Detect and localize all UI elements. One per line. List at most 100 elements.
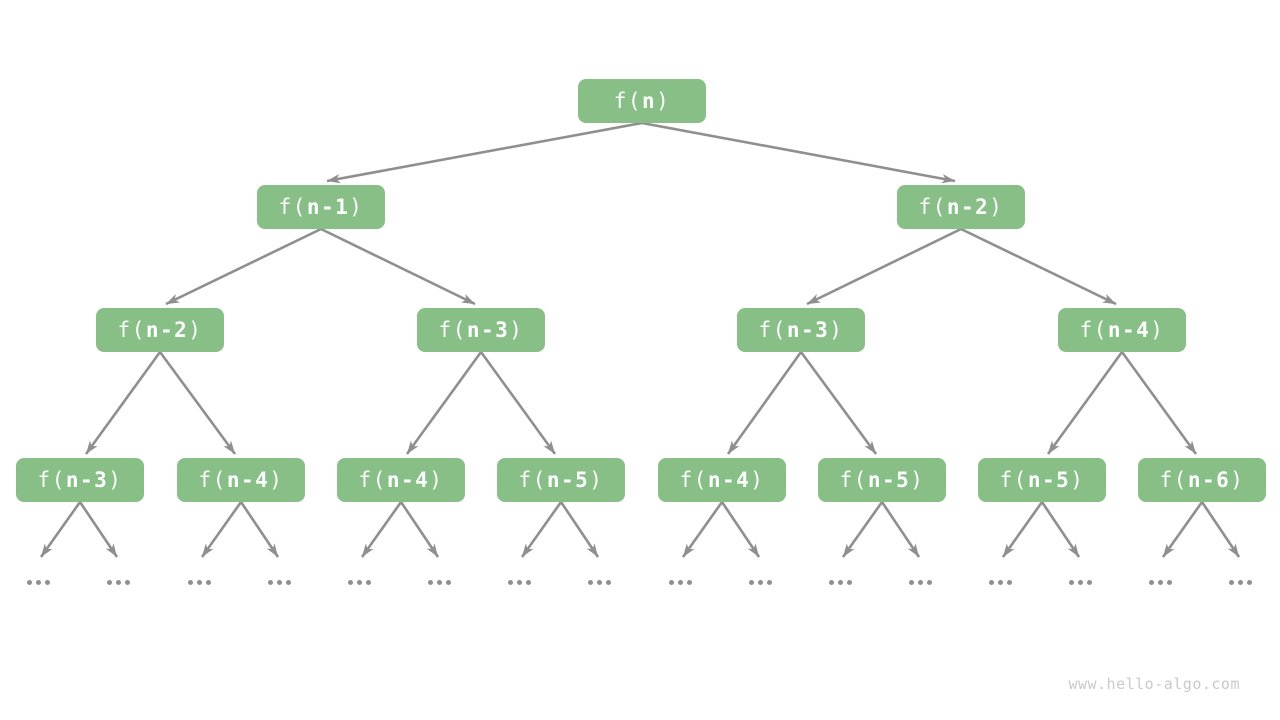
ellipsis-leaf — [1069, 580, 1092, 585]
ellipsis-dot — [197, 580, 202, 585]
ellipsis-dot — [829, 580, 834, 585]
tree-node: f(n) — [578, 79, 706, 123]
node-label: f(n-4) — [199, 468, 284, 492]
ellipsis-dot — [669, 580, 674, 585]
ellipsis-dot — [348, 580, 353, 585]
ellipsis-leaf — [27, 580, 50, 585]
node-label-pre: f( — [117, 318, 146, 342]
node-label-pre: f( — [613, 89, 642, 113]
node-label: f(n-5) — [519, 468, 604, 492]
node-label-post: ) — [910, 468, 925, 492]
ellipsis-dot — [116, 580, 121, 585]
ellipsis-dot — [1238, 580, 1243, 585]
node-label-pre: f( — [679, 468, 708, 492]
tree-edge-arrow — [726, 351, 803, 455]
node-label-bold: n-2 — [145, 318, 189, 342]
ellipsis-dot — [1149, 580, 1154, 585]
node-label-post: ) — [188, 318, 203, 342]
node-label-bold: n-6 — [1187, 468, 1231, 492]
tree-node: f(n-5) — [978, 458, 1106, 502]
ellipsis-dot — [687, 580, 692, 585]
tree-node: f(n-5) — [818, 458, 946, 502]
tree-edge-arrow — [1200, 501, 1241, 558]
tree-edge-arrow — [1161, 501, 1204, 558]
ellipsis-dot — [286, 580, 291, 585]
node-label: f(n-4) — [1080, 318, 1165, 342]
tree-node: f(n-6) — [1138, 458, 1266, 502]
node-label: f(n-3) — [38, 468, 123, 492]
node-label-pre: f( — [918, 195, 947, 219]
tree-edge-arrow — [84, 351, 162, 455]
ellipsis-dot — [1078, 580, 1083, 585]
tree-node: f(n-1) — [257, 185, 385, 229]
ellipsis-leaf — [669, 580, 692, 585]
ellipsis-dot — [1069, 580, 1074, 585]
node-label-bold: n-3 — [786, 318, 830, 342]
tree-edge-arrow — [880, 501, 921, 558]
node-label-bold: n-4 — [386, 468, 430, 492]
tree-edge-arrow — [720, 501, 761, 558]
node-label-pre: f( — [278, 195, 307, 219]
node-label-bold: n-3 — [466, 318, 510, 342]
tree-node: f(n-2) — [897, 185, 1025, 229]
tree-edge-arrow — [405, 351, 483, 455]
ellipsis-dot — [45, 580, 50, 585]
watermark: www.hello-algo.com — [1068, 675, 1240, 693]
node-label-bold: n-5 — [867, 468, 911, 492]
ellipsis-dot — [366, 580, 371, 585]
ellipsis-dot — [107, 580, 112, 585]
node-label-pre: f( — [198, 468, 227, 492]
ellipsis-dot — [125, 580, 130, 585]
node-label-post: ) — [349, 195, 364, 219]
tree-edge-arrow — [559, 501, 600, 558]
ellipsis-dot — [1229, 580, 1234, 585]
tree-node: f(n-4) — [337, 458, 465, 502]
node-label: f(n-2) — [919, 195, 1004, 219]
tree-edge-arrow — [78, 501, 119, 558]
tree-edge-arrow — [520, 501, 563, 558]
ellipsis-dot — [588, 580, 593, 585]
tree-edge-arrow — [799, 351, 878, 455]
node-label-pre: f( — [518, 468, 547, 492]
ellipsis-dot — [1158, 580, 1163, 585]
ellipsis-dot — [847, 580, 852, 585]
node-label: f(n-4) — [359, 468, 444, 492]
tree-edge-arrow — [399, 501, 440, 558]
tree-node: f(n-4) — [177, 458, 305, 502]
tree-edge-arrow — [1046, 351, 1124, 455]
ellipsis-dot — [1087, 580, 1092, 585]
tree-edge-arrow — [1120, 351, 1198, 455]
node-label: f(n-3) — [439, 318, 524, 342]
node-label-pre: f( — [358, 468, 387, 492]
ellipsis-leaf — [989, 580, 1012, 585]
ellipsis-dot — [998, 580, 1003, 585]
ellipsis-leaf — [107, 580, 130, 585]
node-label-post: ) — [509, 318, 524, 342]
ellipsis-dot — [277, 580, 282, 585]
node-label-post: ) — [589, 468, 604, 492]
ellipsis-leaf — [829, 580, 852, 585]
node-label: f(n-2) — [118, 318, 203, 342]
ellipsis-leaf — [909, 580, 932, 585]
tree-edge-arrow — [326, 121, 643, 184]
tree-edge-arrow — [1040, 501, 1081, 558]
ellipsis-leaf — [188, 580, 211, 585]
tree-edge-arrow — [360, 501, 403, 558]
ellipsis-leaf — [1229, 580, 1252, 585]
tree-edge-arrow — [1001, 501, 1044, 558]
node-label-post: ) — [829, 318, 844, 342]
tree-edge-arrow — [841, 501, 884, 558]
ellipsis-dot — [1007, 580, 1012, 585]
ellipsis-dot — [446, 580, 451, 585]
ellipsis-leaf — [268, 580, 291, 585]
node-label-bold: n-5 — [1027, 468, 1071, 492]
node-label-bold: n-3 — [65, 468, 109, 492]
node-label-post: ) — [750, 468, 765, 492]
tree-edge-arrow — [960, 227, 1117, 306]
node-label-post: ) — [989, 195, 1004, 219]
node-label: f(n-4) — [680, 468, 765, 492]
tree-node: f(n-3) — [16, 458, 144, 502]
